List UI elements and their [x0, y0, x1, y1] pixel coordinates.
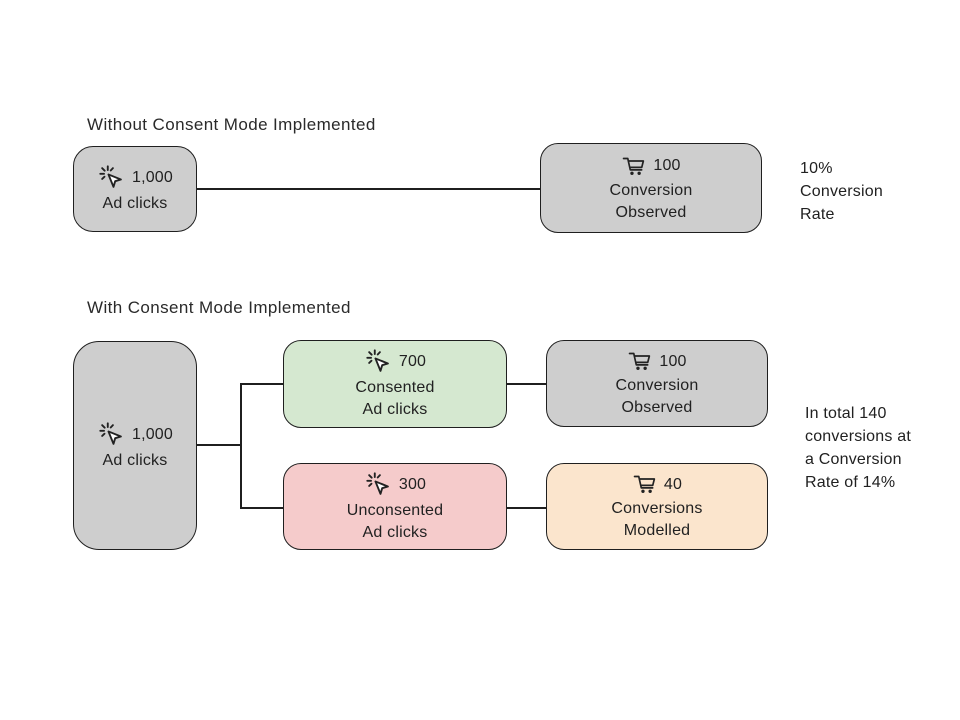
node-value-row: 700: [364, 347, 426, 377]
node-value: 100: [659, 352, 687, 370]
node-value: 700: [398, 353, 427, 370]
connector-consented-to-observed: [506, 383, 546, 385]
connector-branch-to-consented: [240, 383, 284, 385]
node-label: Observed: [621, 399, 693, 416]
node-value-row: 300: [364, 470, 426, 500]
node-conversions-modelled: 40 Conversions Modelled: [546, 463, 768, 550]
node-label: Ad clicks: [362, 523, 428, 541]
node-label: Observed: [615, 203, 687, 221]
node-value-row: 1,000: [97, 420, 173, 450]
connector-unconsented-to-modelled: [506, 507, 546, 509]
caption-line: In total 140: [805, 405, 887, 422]
node-value-row: 100: [621, 153, 680, 180]
node-label: Conversions: [611, 500, 703, 517]
node-conversion-observed-top: 100 Conversion Observed: [540, 143, 762, 233]
section-heading-without-consent-mode: Without Consent Mode Implemented: [87, 115, 376, 134]
connector-branch-vertical: [240, 383, 242, 508]
node-label: Unconsented: [346, 501, 444, 519]
caption-line: conversions at: [805, 428, 911, 445]
node-ad-clicks-1000-top: 1,000 Ad clicks: [73, 146, 197, 232]
cursor-click-icon: [97, 420, 127, 450]
node-label: Ad clicks: [362, 401, 428, 418]
cursor-click-icon: [97, 163, 127, 193]
cart-icon: [621, 153, 648, 180]
node-conversion-observed: 100 Conversion Observed: [546, 340, 768, 427]
section-heading-with-consent-mode: With Consent Mode Implemented: [87, 298, 351, 317]
node-value: 1,000: [131, 169, 174, 186]
cursor-click-icon: [364, 347, 394, 377]
connector-branch-to-unconsented: [240, 507, 284, 509]
node-value-row: 1,000: [97, 163, 173, 193]
node-value-row: 100: [627, 348, 686, 375]
node-value-row: 40: [632, 471, 682, 498]
node-label: Modelled: [623, 522, 691, 539]
connector-total-to-branch: [197, 444, 241, 446]
caption-line: Rate of 14%: [805, 474, 896, 491]
caption-conversion-rate-10: 10% Conversion Rate: [800, 157, 883, 226]
connector-adclicks-to-conversion: [197, 188, 540, 190]
caption-line: Conversion: [800, 183, 883, 200]
node-ad-clicks-1000-total: 1,000 Ad clicks: [73, 341, 197, 550]
node-unconsented-ad-clicks: 300 Unconsented Ad clicks: [283, 463, 507, 550]
node-consented-ad-clicks: 700 Consented Ad clicks: [283, 340, 507, 428]
cart-icon: [627, 348, 654, 375]
node-label: Ad clicks: [102, 195, 168, 212]
node-label: Conversion: [609, 181, 693, 199]
node-value: 40: [663, 475, 683, 493]
cursor-click-icon: [364, 470, 394, 500]
caption-total-conversions: In total 140 conversions at a Conversion…: [805, 402, 911, 494]
node-label: Consented: [355, 379, 435, 396]
cart-icon: [632, 471, 659, 498]
node-label: Conversion: [615, 377, 699, 394]
node-label: Ad clicks: [102, 451, 168, 469]
caption-line: Rate: [800, 206, 835, 223]
node-value: 100: [653, 157, 681, 174]
caption-line: 10%: [800, 160, 833, 177]
node-value: 1,000: [131, 425, 174, 443]
caption-line: a Conversion: [805, 451, 902, 468]
node-value: 300: [398, 475, 427, 493]
